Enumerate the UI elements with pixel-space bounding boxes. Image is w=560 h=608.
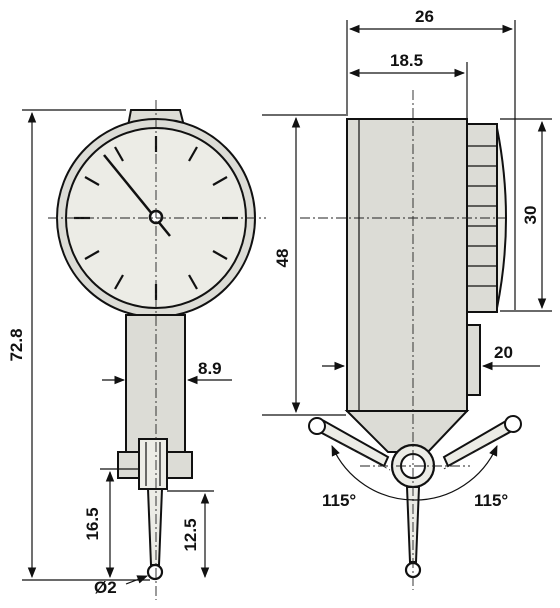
contact-point bbox=[146, 488, 164, 566]
front-dimensions: 72.8 8.9 16.5 12.5 Ø2 bbox=[7, 109, 232, 597]
dim-body-height: 48 bbox=[273, 249, 292, 268]
dim-tip-to-pivot: 12.5 bbox=[181, 518, 200, 551]
contact-ball bbox=[146, 563, 164, 581]
dim-swivel-left: 115° bbox=[322, 491, 356, 510]
dim-body-depth-front: 18.5 bbox=[390, 51, 423, 70]
swivel-arc bbox=[331, 445, 498, 501]
side-view bbox=[300, 90, 522, 590]
bezel-knurl bbox=[467, 145, 497, 287]
side-dimensions: 26 18.5 48 30 20 115° 115° bbox=[262, 7, 552, 510]
dim-ball-diameter: Ø2 bbox=[94, 578, 117, 597]
dim-swivel-right: 115° bbox=[474, 491, 508, 510]
dim-crystal-height: 30 bbox=[521, 206, 540, 225]
dim-body-depth: 26 bbox=[415, 7, 434, 26]
dim-stem-width: 8.9 bbox=[198, 359, 222, 378]
dovetail bbox=[466, 324, 481, 396]
dim-total-length: 72.8 bbox=[7, 328, 26, 361]
dim-tip-length: 16.5 bbox=[83, 507, 102, 540]
side-body bbox=[346, 118, 468, 412]
front-view bbox=[48, 100, 266, 600]
pivot-block bbox=[138, 438, 168, 490]
dim-dovetail: 20 bbox=[494, 343, 513, 362]
stem bbox=[125, 314, 186, 453]
